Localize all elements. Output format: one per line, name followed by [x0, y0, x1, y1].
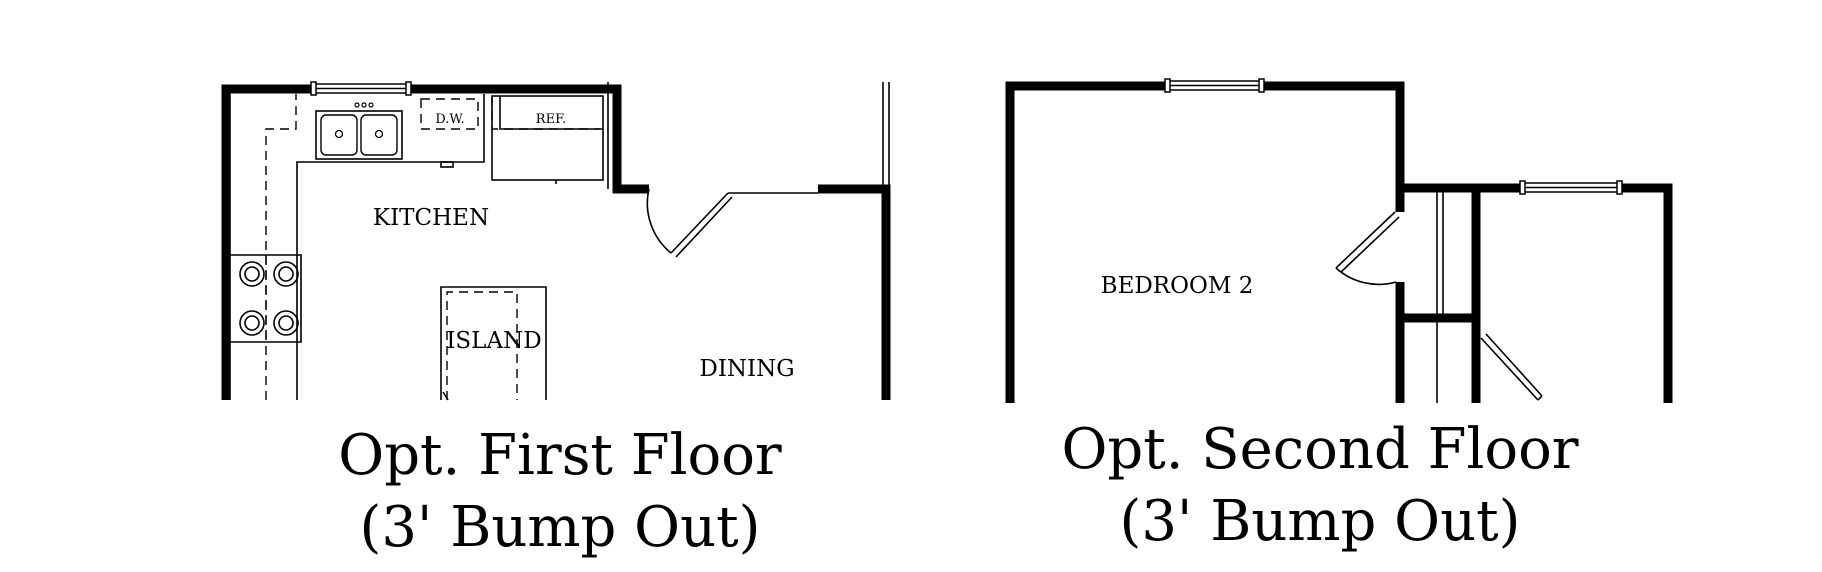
- second-floor-window-1: [1164, 78, 1265, 93]
- first-floor-window: [310, 81, 412, 96]
- dishwasher: D.W.: [420, 98, 479, 168]
- upper-cabinets-dashed: [265, 94, 297, 400]
- second-floor-bump-wall: [1400, 183, 1673, 403]
- dining-label: DINING: [699, 356, 794, 382]
- second-floor-exterior-wall: [1005, 81, 1405, 403]
- first-floor-subtitle: (3' Bump Out): [359, 495, 761, 560]
- second-floor-closet-partition: [1400, 188, 1481, 403]
- bedroom-door: [1335, 211, 1400, 286]
- second-floor-window-2: [1519, 180, 1623, 195]
- second-floor-caption: Opt. Second Floor (3' Bump Out): [1050, 414, 1590, 558]
- kitchen-sink: [315, 102, 403, 160]
- dishwasher-label: D.W.: [435, 112, 464, 127]
- first-floor-title: Opt. First Floor: [338, 423, 782, 488]
- first-floor-caption: Opt. First Floor (3' Bump Out): [290, 420, 830, 564]
- second-floor-title: Opt. Second Floor: [1061, 417, 1579, 482]
- first-floor-east-wall: [818, 184, 891, 400]
- kitchen-counter: [229, 94, 485, 400]
- refrigerator-label: REF.: [536, 112, 566, 127]
- range-cooktop: [239, 255, 299, 342]
- bedroom-2-label: BEDROOM 2: [1101, 273, 1254, 299]
- kitchen-island: ISLAND: [440, 286, 547, 401]
- second-floor-plan: BEDROOM 2: [1005, 78, 1673, 403]
- first-floor-door: [646, 188, 818, 258]
- closet-door: [1480, 333, 1543, 401]
- first-floor-plan: D.W. REF. ISLAND: [221, 81, 891, 401]
- first-floor-exterior-wall: [221, 84, 649, 400]
- island-label: ISLAND: [446, 328, 541, 354]
- refrigerator: REF.: [491, 95, 604, 184]
- second-floor-subtitle: (3' Bump Out): [1119, 489, 1521, 554]
- kitchen-label: KITCHEN: [373, 205, 489, 231]
